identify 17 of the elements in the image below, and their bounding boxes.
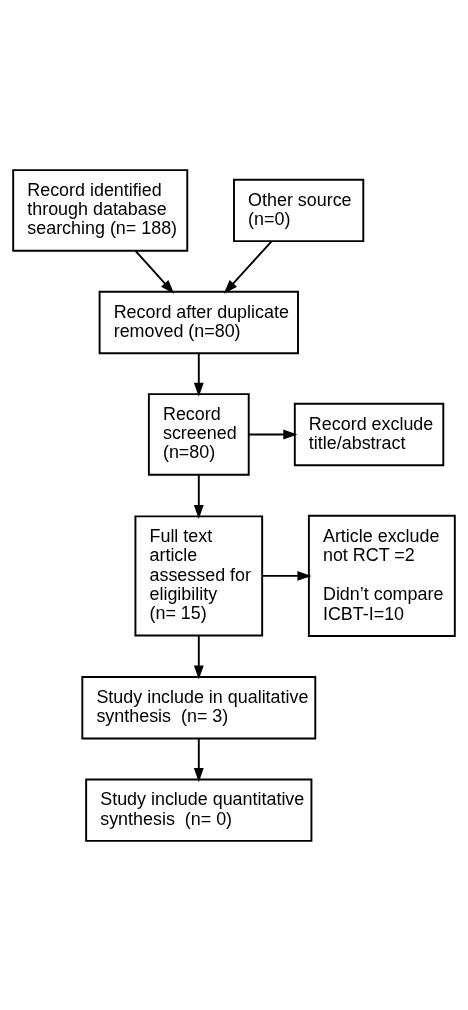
node-box: Other source (n=0) [233,178,365,242]
arrow [193,634,204,680]
node-box: Record exclude title/abstract [293,402,445,466]
node-box: Record identified through database searching (n= 188) [12,168,189,252]
node-box: Article exclude not RCT =2 Didn’t compare ICBT-I=10 [307,514,456,637]
arrow [193,737,204,782]
node-box: Record screened (n=80) [147,392,250,476]
arrow [193,473,204,519]
arrow [193,352,204,397]
arrow [261,570,312,581]
node-box: Study include quantitative synthesis (n= 0) [85,778,313,842]
node-box: Full text article assessed for eligibility (n= 15) [134,514,264,636]
arrow [134,249,175,294]
node-box: Study include in qualitative synthesis (n= 3) [81,675,317,739]
arrow [248,429,298,439]
arrow [223,240,273,294]
node-box: Record after duplicate removed (n=80) [98,290,299,354]
